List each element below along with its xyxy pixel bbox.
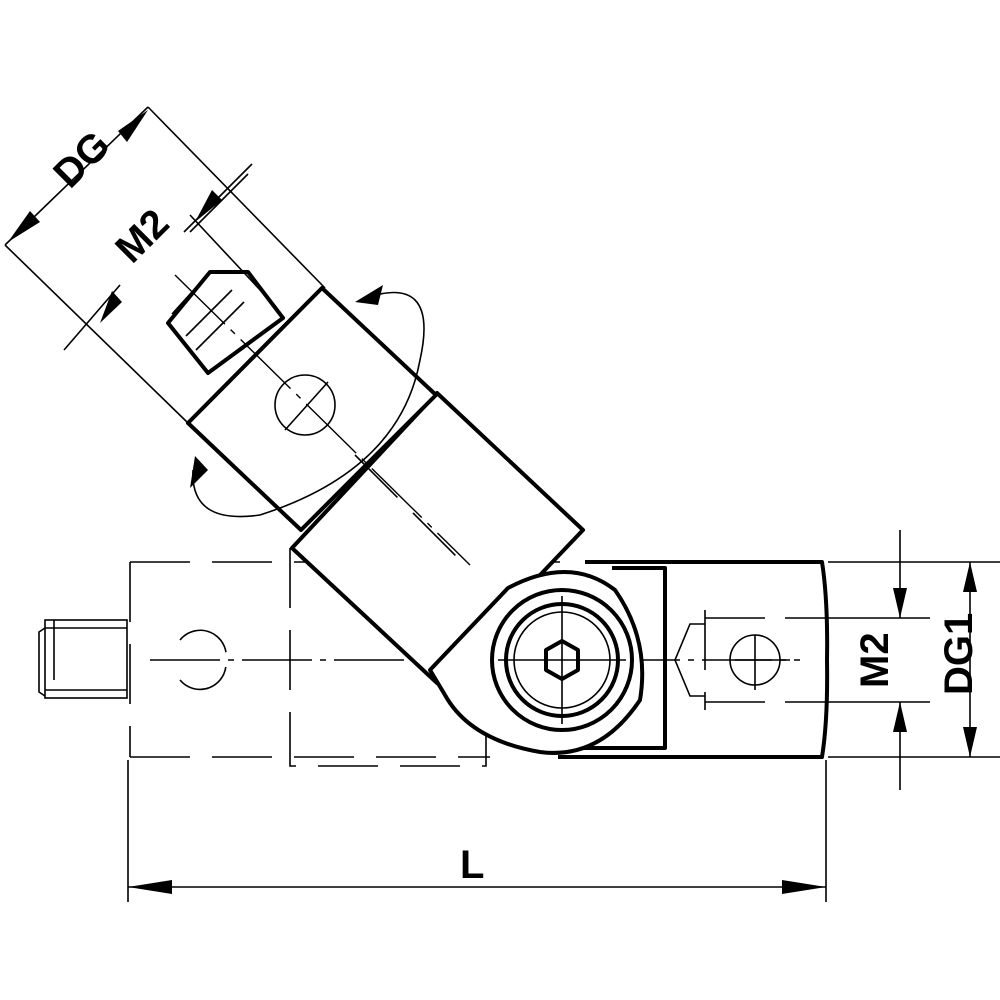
right-body [558,560,830,759]
m2-upper-label: M2 [107,201,177,271]
m2-right-label: M2 [853,632,897,688]
dg1-label: DG1 [937,613,981,695]
rotation-indicator [190,285,425,518]
dg-label: DG [45,123,119,197]
left-threaded-stud [38,619,128,699]
dimension-l: L [127,760,827,902]
dimension-right: M2 DG1 [785,530,1000,790]
pivot-screw [490,588,634,732]
length-label: L [460,843,484,887]
